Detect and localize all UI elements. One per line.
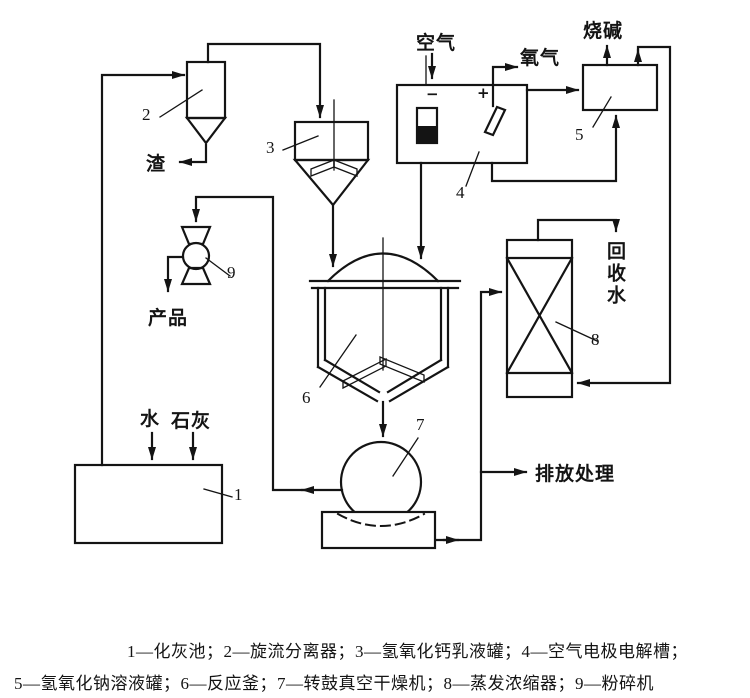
slag-label: 渣 <box>146 153 167 175</box>
caption-line-1: 1—化灰池；2—旋流分离器；3—氢氧化钙乳液罐；4—空气电极电解槽； <box>127 642 688 661</box>
pipe-cyclone-to-tank3 <box>206 42 324 119</box>
crusher-bottom-funnel <box>180 266 212 286</box>
equipment-number-5: 5 <box>575 125 584 144</box>
pipe-dryer-to-evaporator <box>433 288 503 542</box>
dryer-liquid-level <box>336 512 426 527</box>
equipment-number-1: 1 <box>234 485 243 504</box>
pipe-cell-bottom-to-tank5 <box>490 114 620 183</box>
equipment-number-4: 4 <box>456 183 465 202</box>
product-label: 产品 <box>148 307 189 329</box>
equipment-number-7: 7 <box>416 415 425 434</box>
pipe-product-outlet <box>164 255 186 293</box>
pipe-lines <box>100 42 672 544</box>
naoh-solution-tank-shape <box>581 63 659 112</box>
discharge-treatment-label: 排放处理 <box>535 463 616 485</box>
leader-lines <box>159 89 612 498</box>
crusher-shape <box>180 225 212 286</box>
pipe-recovered-water <box>536 218 620 242</box>
equipment-number-2: 2 <box>142 105 151 124</box>
lime-label: 石灰 <box>171 410 212 432</box>
cathode-minus-sign: − <box>426 85 439 103</box>
dryer-drum <box>339 440 423 524</box>
tank3-impeller-right <box>333 159 358 177</box>
flow-diagram-canvas <box>73 42 672 550</box>
anode-plate <box>483 105 507 137</box>
pipe-dryer-to-crusher <box>192 195 344 492</box>
cathode-fill <box>417 126 437 143</box>
caustic-soda-label: 烧碱 <box>583 20 624 42</box>
equipment-number-6: 6 <box>302 388 311 407</box>
drum-dryer-shape <box>320 440 437 550</box>
caption-line-2: 5—氢氧化钠溶液罐；6—反应釜；7—转鼓真空干燥机；8—蒸发浓缩器；9—粉碎机 <box>14 674 654 693</box>
anode-plus-sign: + <box>477 84 490 102</box>
water-label: 水 <box>140 408 161 430</box>
recovered-water-label: 回收水 <box>604 241 626 307</box>
tank3-impeller-left <box>310 159 335 177</box>
crusher-top-funnel <box>180 225 212 246</box>
reactor-impeller-right <box>379 356 425 383</box>
pipe-slag-outlet <box>178 143 208 166</box>
pipe-pool-to-cyclone <box>100 71 186 467</box>
lime-pool-shape <box>73 463 224 545</box>
equipment-number-8: 8 <box>591 330 600 349</box>
pipe-oxygen-outlet <box>491 63 519 108</box>
equipment-number-9: 9 <box>227 263 236 282</box>
equipment-number-3: 3 <box>266 138 275 157</box>
evaporator-shape <box>505 238 574 399</box>
air-label: 空气 <box>416 32 457 54</box>
lime-emulsion-tank-shape <box>292 99 371 207</box>
crusher-roll <box>181 241 211 271</box>
cyclone-separator-shape <box>184 60 228 145</box>
oxygen-label: 氧气 <box>520 47 561 69</box>
reactor-shape <box>308 237 462 403</box>
electrolysis-cell-shape <box>395 83 529 165</box>
